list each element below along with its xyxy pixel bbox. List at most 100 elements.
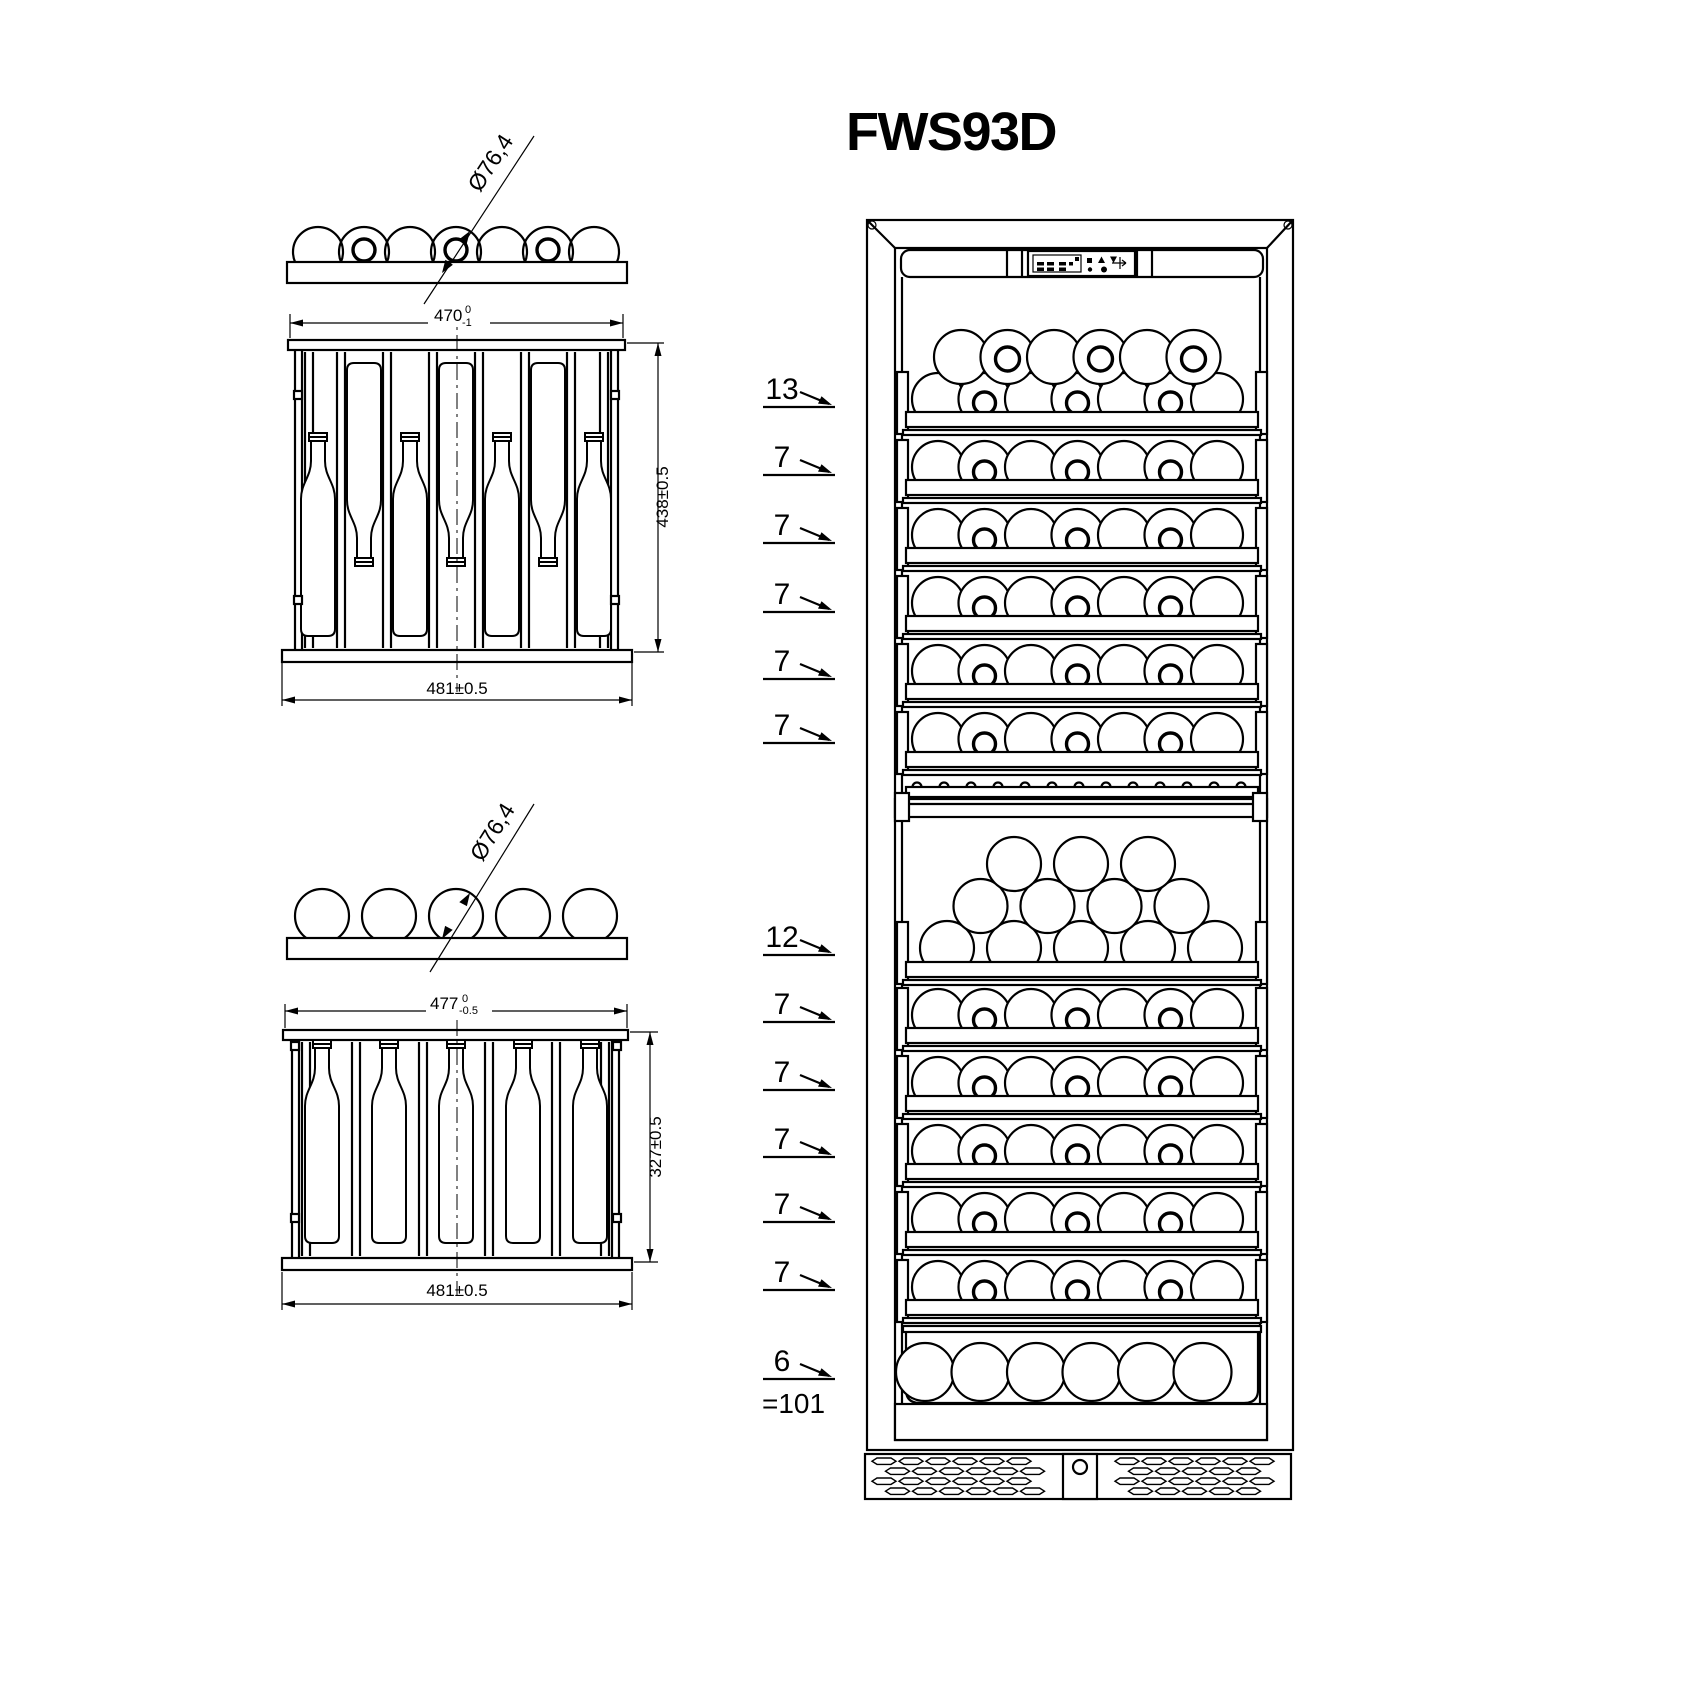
grille-louver	[1235, 1487, 1262, 1496]
bottle-neck-ring	[1179, 345, 1208, 373]
grille-louver	[1140, 1477, 1168, 1486]
mount-tab	[289, 1040, 301, 1052]
svg-text:Ø76,4: Ø76,4	[462, 129, 518, 196]
display-shelf-bar	[904, 785, 1260, 799]
shelf-front-rail	[281, 1028, 630, 1042]
mount-tab	[292, 389, 304, 401]
light-button-icon[interactable]	[1087, 258, 1092, 263]
bottle-silhouette	[346, 362, 382, 567]
grille-louver	[1127, 1487, 1154, 1496]
mount-tab	[609, 594, 621, 606]
bottle-circle	[360, 887, 418, 945]
leader-row-count: 7	[763, 1188, 835, 1224]
bottle-circle	[1172, 1341, 1233, 1403]
leader-row-count: 6	[763, 1345, 835, 1381]
bottle-circle	[1153, 877, 1210, 935]
grille-louver	[965, 1487, 992, 1496]
grille-louver	[870, 1457, 898, 1466]
grille-lock-icon	[1071, 1458, 1089, 1476]
cabinet-interior	[870, 277, 1276, 1496]
down-arrow-button-icon[interactable]	[1110, 256, 1117, 264]
grille-louver	[1208, 1487, 1235, 1496]
bottle-silhouette	[438, 1039, 474, 1244]
zone-divider-endcap	[893, 791, 911, 823]
up-arrow-button-icon[interactable]	[1098, 256, 1105, 264]
grille-louver	[924, 1477, 952, 1486]
mount-tab	[611, 1040, 623, 1052]
shelf-bar	[285, 260, 629, 285]
leader-row-count: 7	[763, 709, 835, 745]
grille-louver	[1127, 1467, 1154, 1476]
svg-text:7: 7	[774, 645, 791, 678]
set-button-icon[interactable]	[1101, 266, 1107, 273]
shelf-bar-lip	[901, 1112, 1263, 1121]
bottle-circle	[985, 835, 1043, 893]
shelf-bar	[285, 936, 629, 961]
bottle-circle	[1019, 877, 1076, 935]
display-digits	[1037, 262, 1044, 266]
leader-row-count: 7	[763, 1256, 835, 1292]
svg-text:Ø76,4: Ø76,4	[465, 798, 520, 865]
svg-text:12: 12	[765, 921, 798, 954]
shelf-bar-lip	[901, 1248, 1263, 1257]
dim-b-width-outer: 481±0.5	[281, 1272, 633, 1310]
grille-louver	[1113, 1457, 1141, 1466]
dim-b-height: 327±0.5	[630, 1031, 665, 1263]
shelf-bar-lip	[901, 978, 1263, 987]
shelf-bar	[904, 1298, 1260, 1317]
bottle-neck-ring	[535, 237, 561, 263]
grille-louver	[1248, 1457, 1276, 1466]
svg-text:7: 7	[774, 1256, 791, 1289]
grille-louver	[1235, 1467, 1262, 1476]
header-band	[899, 248, 1265, 279]
grille-louver	[870, 1477, 898, 1486]
grille-louver	[951, 1477, 979, 1486]
bottle-circle	[952, 877, 1009, 935]
grille-louver	[911, 1487, 938, 1496]
tray-top-rail	[901, 1324, 1263, 1334]
hinge-pin-icon	[1283, 220, 1293, 230]
grille-louver	[992, 1467, 1019, 1476]
bottle-silhouette	[530, 362, 566, 567]
svg-text:7: 7	[774, 1188, 791, 1221]
grille-louver	[911, 1467, 938, 1476]
model-title: FWS93D	[846, 102, 1056, 162]
power-button-icon[interactable]	[1087, 267, 1093, 272]
grille-louver	[1248, 1477, 1276, 1486]
shelf-bar	[904, 750, 1260, 769]
grille-louver	[897, 1477, 925, 1486]
grille-louver	[992, 1487, 1019, 1496]
display-digits	[1059, 267, 1066, 271]
grille-louver	[1194, 1477, 1222, 1486]
bottle-circle	[1005, 1341, 1067, 1403]
shelf-bar	[904, 614, 1260, 633]
display-digits	[1047, 262, 1054, 266]
bottle-circle	[1116, 1341, 1178, 1403]
grille-louver	[1181, 1467, 1208, 1476]
bottle-circle	[1052, 835, 1110, 893]
grille-louver	[1113, 1477, 1141, 1486]
leader-row-count: 12	[763, 921, 835, 957]
shelf-bar-lip	[901, 1180, 1263, 1189]
bottle-circle	[561, 887, 619, 945]
bottle-neck-ring	[993, 345, 1022, 373]
shelf-bar-lip	[901, 564, 1263, 573]
bottle-silhouette	[484, 432, 520, 637]
grille-louver	[1208, 1467, 1235, 1476]
corner-chamfer-right	[1266, 219, 1294, 249]
leader-row-count: 7	[763, 578, 835, 614]
shelf-bar	[904, 546, 1260, 565]
svg-text:7: 7	[774, 709, 791, 742]
grille-louver	[1005, 1477, 1033, 1486]
svg-text:7: 7	[774, 441, 791, 474]
display-digits	[1069, 262, 1073, 266]
bottle-silhouette	[304, 1039, 340, 1244]
svg-text:7: 7	[774, 578, 791, 611]
grille-louver	[1221, 1477, 1249, 1486]
mount-tab	[292, 594, 304, 606]
leader-row-count: 7	[763, 509, 835, 545]
shelf-bar	[904, 682, 1260, 701]
